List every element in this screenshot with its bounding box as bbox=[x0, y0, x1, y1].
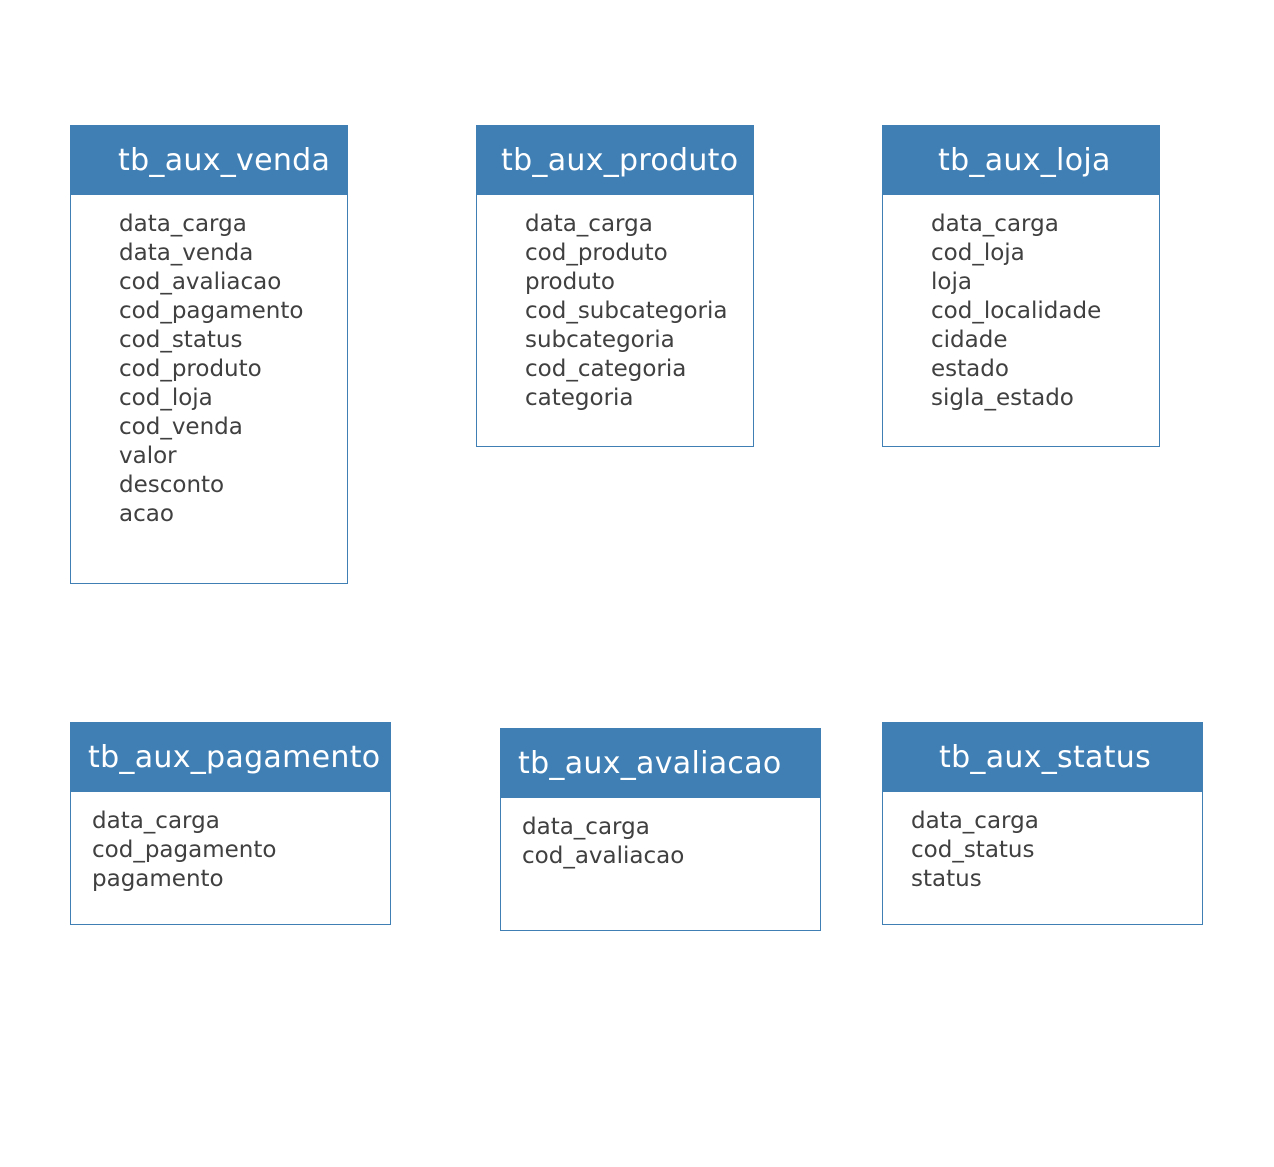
table-tb-aux-avaliacao: tb_aux_avaliacao data_carga cod_avaliacao bbox=[500, 728, 821, 931]
table-field: cod_status bbox=[911, 837, 1035, 863]
table-field: cod_avaliacao bbox=[522, 843, 685, 869]
table-title: tb_aux_avaliacao bbox=[518, 746, 782, 781]
table-title: tb_aux_venda bbox=[118, 143, 331, 178]
table-field: pagamento bbox=[92, 866, 224, 892]
table-field: valor bbox=[119, 443, 177, 469]
table-field: estado bbox=[931, 356, 1009, 382]
table-field: cod_produto bbox=[119, 356, 262, 382]
field-list: data_carga data_venda cod_avaliacao cod_pag… bbox=[71, 210, 347, 529]
table-header: tb_aux_pagamento bbox=[71, 723, 390, 792]
table-title: tb_aux_produto bbox=[501, 143, 739, 178]
field-list: data_carga cod_pagamento pagamento bbox=[71, 807, 390, 894]
table-title: tb_aux_pagamento bbox=[88, 740, 381, 775]
table-field: data_carga bbox=[522, 814, 650, 840]
field-list: data_carga cod_avaliacao bbox=[501, 813, 820, 871]
table-field: data_carga bbox=[119, 211, 247, 237]
table-field: acao bbox=[119, 501, 174, 527]
table-field: data_carga bbox=[92, 808, 220, 834]
table-field: desconto bbox=[119, 472, 225, 498]
table-field: data_carga bbox=[911, 808, 1039, 834]
table-header: tb_aux_produto bbox=[477, 126, 753, 195]
table-field: data_carga bbox=[525, 211, 653, 237]
table-field: cod_localidade bbox=[931, 298, 1102, 324]
table-header: tb_aux_venda bbox=[71, 126, 347, 195]
table-field: data_carga bbox=[931, 211, 1059, 237]
table-title: tb_aux_status bbox=[939, 740, 1152, 775]
table-tb-aux-venda: tb_aux_venda data_carga data_venda cod_ava… bbox=[70, 125, 348, 584]
table-field: status bbox=[911, 866, 982, 892]
table-field: cod_loja bbox=[931, 240, 1025, 266]
table-field: cod_venda bbox=[119, 414, 243, 440]
table-title: tb_aux_loja bbox=[938, 143, 1111, 178]
table-field: categoria bbox=[525, 385, 634, 411]
table-field: loja bbox=[931, 269, 972, 295]
table-field: cod_status bbox=[119, 327, 243, 353]
table-field: cidade bbox=[931, 327, 1008, 353]
table-header: tb_aux_loja bbox=[883, 126, 1159, 195]
table-field: cod_avaliacao bbox=[119, 269, 282, 295]
table-header: tb_aux_avaliacao bbox=[501, 729, 820, 798]
table-tb-aux-pagamento: tb_aux_pagamento data_carga cod_pagamento… bbox=[70, 722, 391, 925]
table-field: cod_subcategoria bbox=[525, 298, 728, 324]
table-field: cod_produto bbox=[525, 240, 668, 266]
table-field: cod_pagamento bbox=[92, 837, 277, 863]
table-field: cod_loja bbox=[119, 385, 213, 411]
table-field: sigla_estado bbox=[931, 385, 1074, 411]
table-field: cod_categoria bbox=[525, 356, 687, 382]
table-field: cod_pagamento bbox=[119, 298, 304, 324]
table-header: tb_aux_status bbox=[883, 723, 1202, 792]
table-field: data_venda bbox=[119, 240, 254, 266]
table-field: subcategoria bbox=[525, 327, 675, 353]
table-field: produto bbox=[525, 269, 615, 295]
